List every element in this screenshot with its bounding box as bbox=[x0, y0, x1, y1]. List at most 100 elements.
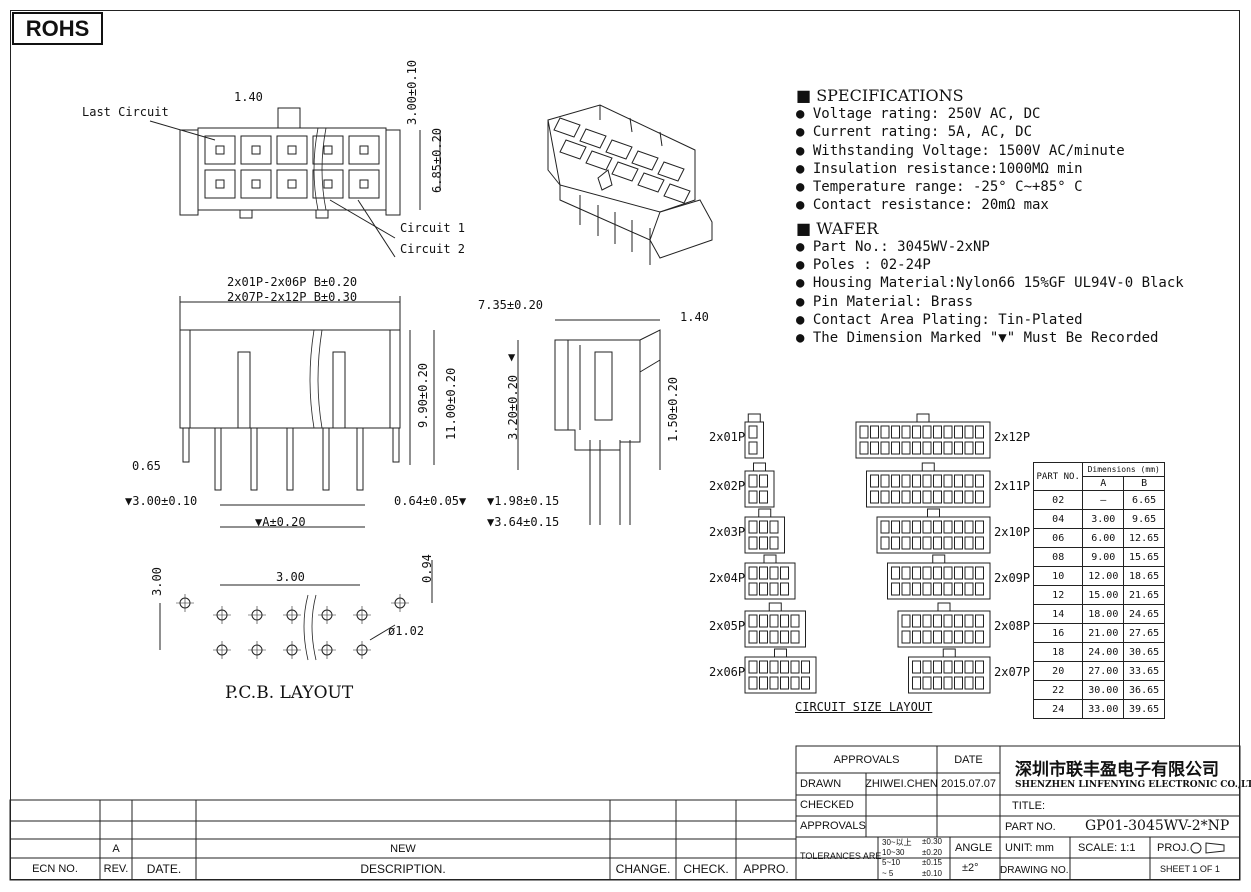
dim-cell: 24.65 bbox=[1123, 604, 1165, 624]
top-contact bbox=[359, 179, 369, 189]
dim-cell: 9.65 bbox=[1123, 509, 1165, 529]
circuit-cell bbox=[975, 676, 984, 690]
dim-cell: 06 bbox=[1032, 528, 1084, 548]
circuit-cell bbox=[943, 536, 953, 550]
spec-item: ● Part No.: 3045WV-2xNP bbox=[796, 238, 990, 255]
circuit-cell bbox=[790, 614, 800, 628]
side-d150: 1.50±0.20 bbox=[666, 376, 680, 442]
circuit-cell bbox=[780, 614, 789, 628]
dim-cell: 12.65 bbox=[1123, 528, 1165, 548]
side-d140: 1.40 bbox=[680, 310, 709, 324]
top-contact bbox=[359, 145, 369, 155]
circuit-cell bbox=[901, 425, 911, 439]
circuit-cell bbox=[943, 630, 953, 644]
dim-cell: 9.00 bbox=[1082, 547, 1125, 567]
circuit-size-layout bbox=[744, 413, 991, 694]
circuit-cell bbox=[954, 582, 963, 596]
circuit-cell bbox=[912, 490, 921, 504]
pcb-title: P.C.B. LAYOUT bbox=[225, 683, 354, 703]
circuit-cell bbox=[780, 676, 789, 690]
circuit-cell bbox=[759, 660, 768, 674]
spec-item: ● Contact resistance: 20mΩ max bbox=[796, 197, 1049, 214]
top-contact bbox=[323, 179, 333, 189]
company-cn: 深圳市联丰盈电子有限公司 bbox=[1015, 760, 1219, 780]
circuit-latch bbox=[921, 462, 935, 472]
circuit-cell bbox=[933, 676, 942, 690]
circuit-cell bbox=[759, 630, 768, 644]
circuit-cell bbox=[769, 660, 779, 674]
circuit-cell bbox=[880, 425, 890, 439]
company-en: SHENZHEN LINFENYING ELECTRONIC CO.,LTD bbox=[1015, 780, 1251, 790]
circuit-latch bbox=[774, 648, 787, 658]
circuit-cell bbox=[759, 490, 768, 504]
spec-item: ● Withstanding Voltage: 1500V AC/minute bbox=[796, 142, 1125, 159]
dim-cell: 22 bbox=[1032, 680, 1084, 700]
circuit-cell bbox=[954, 536, 963, 550]
top-cavity bbox=[312, 135, 344, 165]
circuit-latch bbox=[768, 602, 782, 612]
circuit-cell bbox=[922, 536, 932, 550]
circuit-cell bbox=[975, 630, 984, 644]
circuit-cell bbox=[912, 676, 921, 690]
wafer-title: ■ WAFER bbox=[796, 218, 879, 238]
spec-item: ● Pin Material: Brass bbox=[796, 293, 974, 310]
circuit-label-left: 2x04P bbox=[709, 571, 746, 585]
circuit-cell bbox=[748, 536, 758, 550]
circuit-label-right: 2x07P bbox=[994, 665, 1031, 679]
circuit-cell bbox=[964, 566, 974, 580]
dim-cell: 21.65 bbox=[1123, 585, 1165, 605]
iso-cavity bbox=[663, 183, 691, 204]
dim-part-header: PART NO. bbox=[1032, 462, 1084, 491]
circuit-cell bbox=[801, 676, 810, 690]
dim-cell: 20 bbox=[1032, 661, 1084, 681]
circuit-cell bbox=[870, 474, 879, 488]
circuit-cell bbox=[975, 582, 984, 596]
circuit-cell bbox=[922, 582, 932, 596]
circuit-cell bbox=[975, 566, 984, 580]
dim-cell: 15.65 bbox=[1123, 547, 1165, 567]
circuit-latch bbox=[927, 508, 940, 518]
circuit-cell bbox=[933, 660, 942, 674]
circuit-cell bbox=[943, 441, 953, 455]
circuit2-label: Circuit 2 bbox=[400, 242, 466, 256]
dim-cell: 30.00 bbox=[1082, 680, 1125, 700]
circuit-cell bbox=[912, 566, 921, 580]
top-contact bbox=[287, 179, 297, 189]
circuit-cell bbox=[964, 474, 974, 488]
rev-value: A bbox=[112, 842, 120, 855]
circuit-latch bbox=[758, 508, 772, 518]
dim-cell: 10 bbox=[1032, 566, 1084, 586]
wafer-title-text: WAFER bbox=[816, 218, 879, 238]
circuit-cell bbox=[933, 490, 942, 504]
circuit-cell bbox=[964, 520, 974, 534]
circuit-cell bbox=[943, 425, 953, 439]
circuit-cell bbox=[912, 474, 921, 488]
dim-cell: — bbox=[1082, 490, 1125, 510]
circuit-cell bbox=[912, 425, 921, 439]
circuit-cell bbox=[922, 660, 932, 674]
front-pin bbox=[392, 427, 400, 463]
spec-item: ● The Dimension Marked "▼" Must Be Recor… bbox=[796, 330, 1159, 347]
circuit-cell bbox=[901, 582, 911, 596]
circuit-cell bbox=[769, 536, 779, 550]
circuit-cell bbox=[901, 490, 911, 504]
circuit-cell bbox=[901, 614, 911, 628]
circuit-cell bbox=[922, 425, 932, 439]
circuit-cell bbox=[901, 630, 911, 644]
front-dim-b2: 2x07P-2x12P B±0.30 bbox=[227, 290, 358, 304]
top-contact bbox=[215, 179, 225, 189]
dim-header: Dimensions (mm) bbox=[1082, 462, 1165, 477]
top-contact bbox=[287, 145, 297, 155]
dim-cell: 24 bbox=[1032, 699, 1084, 719]
circuit-cell bbox=[759, 474, 768, 488]
front-pin bbox=[214, 427, 222, 491]
dim-cell: 18.65 bbox=[1123, 566, 1165, 586]
circuit-cell bbox=[933, 630, 942, 644]
circuit-box bbox=[744, 421, 764, 459]
circuit-cell bbox=[933, 520, 942, 534]
sheet-label: SHEET 1 OF 1 bbox=[1160, 864, 1220, 874]
